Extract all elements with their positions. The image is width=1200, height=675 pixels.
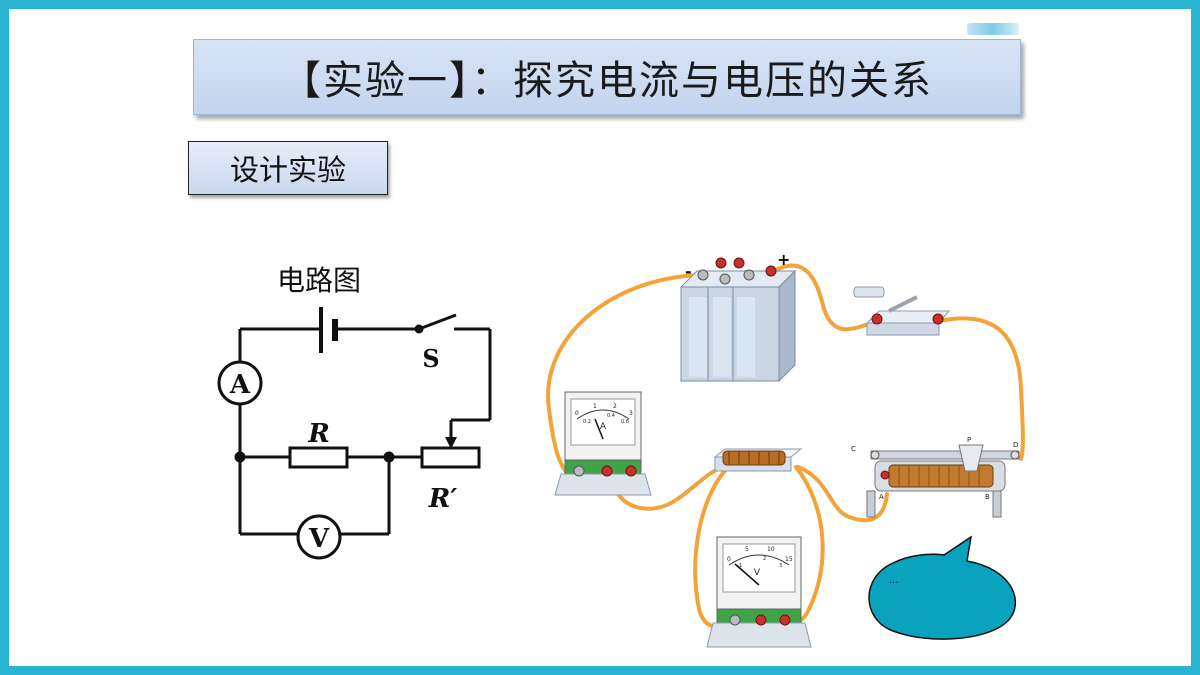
knife-switch bbox=[853, 286, 951, 336]
ammeter-scale-6: 0.6 bbox=[621, 419, 629, 425]
voltmeter-scale-0: 0 bbox=[727, 556, 731, 563]
ammeter-scale-4: 0.2 bbox=[583, 419, 591, 425]
voltmeter-scale-6: 3 bbox=[779, 563, 782, 569]
resistor-symbol bbox=[288, 446, 349, 469]
rheostat-terminal-d: D bbox=[1013, 441, 1018, 449]
voltmeter-unit: V bbox=[754, 568, 761, 578]
circuit-diagram-label: 电路图 bbox=[277, 264, 362, 297]
voltmeter-scale-1: 5 bbox=[745, 546, 749, 553]
ammeter-scale-2: 2 bbox=[613, 403, 617, 410]
rheostat-device bbox=[866, 444, 1020, 518]
junction-right bbox=[383, 451, 395, 463]
ammeter-device bbox=[554, 391, 652, 496]
page-title: 【实验一】：探究电流与电压的关系 bbox=[193, 39, 1021, 115]
rheostat-slider-p: P bbox=[967, 436, 971, 444]
battery-negative-label: - bbox=[685, 262, 692, 281]
rheostat-terminal-c: C bbox=[851, 445, 856, 453]
circuit-schematic bbox=[217, 307, 492, 560]
switch-blade bbox=[418, 313, 457, 331]
ammeter-scale-1: 1 bbox=[593, 403, 597, 410]
junction-left bbox=[234, 451, 246, 463]
decoration-strip bbox=[967, 23, 1019, 35]
ammeter-scale-3: 3 bbox=[629, 410, 633, 417]
ammeter-unit: A bbox=[600, 422, 607, 432]
voltmeter-device bbox=[706, 536, 812, 648]
ammeter-label: A bbox=[229, 370, 251, 400]
voltmeter-label: V bbox=[308, 524, 330, 554]
voltmeter-scale-2: 10 bbox=[767, 546, 775, 553]
voltmeter-scale-3: 15 bbox=[785, 556, 793, 563]
ammeter-scale-5: 0.4 bbox=[607, 413, 615, 419]
fixed-resistor-device bbox=[713, 448, 803, 472]
diagram-canvas: A V S R R′ bbox=[217, 250, 1025, 648]
resistor-label: R bbox=[307, 419, 330, 449]
switch-label: S bbox=[422, 344, 439, 373]
rheostat-terminal-b: B bbox=[985, 493, 990, 501]
speech-bubble bbox=[868, 535, 1017, 640]
voltmeter-scale-4: 1 bbox=[739, 563, 742, 569]
battery-positive-label: + bbox=[777, 250, 790, 269]
ammeter-scale-0: 0 bbox=[575, 410, 579, 417]
voltmeter-scale-5: 2 bbox=[763, 556, 766, 562]
section-heading: 设计实验 bbox=[188, 141, 388, 195]
voltmeter-symbol bbox=[296, 514, 342, 560]
speech-bubble-text: ... bbox=[889, 575, 899, 586]
rheostat-label: R′ bbox=[428, 484, 458, 514]
slide: 【实验一】：探究电流与电压的关系 设计实验 电路图 bbox=[9, 9, 1191, 666]
ammeter-symbol bbox=[217, 360, 263, 406]
rheostat-terminal-a: A bbox=[879, 493, 884, 501]
rheostat-symbol bbox=[420, 446, 481, 469]
battery-pack bbox=[679, 257, 797, 383]
